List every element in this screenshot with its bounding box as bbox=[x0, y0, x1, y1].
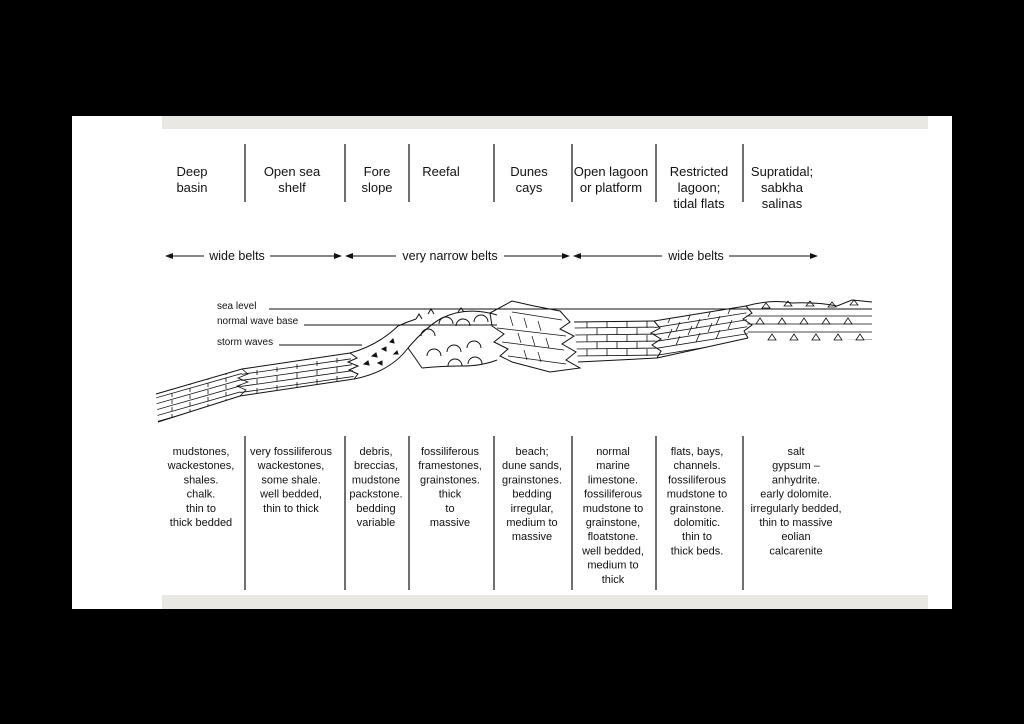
zone-description-line: massive bbox=[512, 531, 552, 543]
zone-description-line: fossiliferous bbox=[584, 489, 643, 501]
zone-description-line: bedding bbox=[512, 489, 551, 501]
zone-description-line: mudstones, bbox=[173, 446, 230, 458]
zone-header-line: Fore bbox=[364, 164, 391, 179]
zone-description-line: massive bbox=[430, 517, 470, 529]
zone-description-line: debris, bbox=[359, 446, 392, 458]
basin-shelf-strata bbox=[155, 352, 355, 423]
zone-description-line: mudstone bbox=[352, 474, 400, 486]
zone-description-line: early dolomite. bbox=[760, 489, 832, 501]
zone-description-line: well bedded, bbox=[259, 489, 322, 501]
zone-description-line: dune sands, bbox=[502, 460, 562, 472]
zone-description-line: beach; bbox=[515, 446, 548, 458]
open-lagoon-strata bbox=[573, 320, 662, 363]
zone-description-line: thin to massive bbox=[759, 517, 832, 529]
reef-buildup bbox=[407, 307, 498, 369]
belt-label-1: wide belts bbox=[208, 249, 265, 263]
zone-description-line: wackestones, bbox=[257, 460, 325, 472]
zone-header-line: sabkha bbox=[761, 180, 804, 195]
zone-descriptions: mudstones, wackestones, shales. chalk. thin … bbox=[167, 446, 842, 586]
zone-description-line: framestones, bbox=[418, 460, 482, 472]
zone-description-line: normal bbox=[596, 446, 630, 458]
zone-description-line: salt bbox=[787, 446, 804, 458]
zone-description-line: grainstone. bbox=[670, 503, 724, 515]
zone-description-line: fossiliferous bbox=[668, 474, 727, 486]
zone-header-line: Open lagoon bbox=[574, 164, 648, 179]
zone-description-line: to bbox=[445, 503, 454, 515]
zone-description-line: fossiliferous bbox=[421, 446, 480, 458]
zone-header-line: slope bbox=[361, 180, 392, 195]
zone-description-line: wackestones, bbox=[167, 460, 235, 472]
normal-wave-base-label: normal wave base bbox=[217, 316, 299, 327]
zone-header-line: Reefal bbox=[422, 164, 460, 179]
zone-header-line: lagoon; bbox=[678, 180, 721, 195]
zone-description-line: calcarenite bbox=[769, 545, 822, 557]
bottom-band bbox=[162, 595, 928, 609]
zone-header-line: salinas bbox=[762, 196, 803, 211]
dunes-cays bbox=[489, 300, 582, 373]
water-lines bbox=[269, 308, 872, 346]
zone-description-line: grainstones. bbox=[502, 474, 562, 486]
zone-description-line: thin to bbox=[186, 503, 216, 515]
zone-header-line: Deep bbox=[176, 164, 207, 179]
belt-arrows bbox=[165, 253, 818, 259]
zone-description-line: limestone. bbox=[588, 474, 638, 486]
zone-description-line: mudstone to bbox=[583, 503, 644, 515]
zone-description-line: thick beds. bbox=[671, 545, 724, 557]
belt-label-2: very narrow belts bbox=[402, 249, 497, 263]
zone-description-line: breccias, bbox=[354, 460, 398, 472]
zone-header-line: or platform bbox=[580, 180, 642, 195]
zone-description-line: marine bbox=[596, 460, 630, 472]
sea-level-label: sea level bbox=[217, 301, 256, 312]
supratidal-sabkha bbox=[745, 299, 873, 341]
zone-description-line: some shale. bbox=[261, 474, 320, 486]
zone-header-line: Dunes bbox=[510, 164, 548, 179]
zone-header-line: basin bbox=[176, 180, 207, 195]
storm-waves-label: storm waves bbox=[217, 337, 273, 348]
zone-header-line: tidal flats bbox=[673, 196, 725, 211]
zone-description-line: medium to bbox=[506, 517, 557, 529]
zone-description-line: dolomitic. bbox=[674, 517, 720, 529]
restricted-lagoon-strata bbox=[653, 305, 753, 359]
zone-header-line: shelf bbox=[278, 180, 306, 195]
zone-header-line: cays bbox=[516, 180, 543, 195]
zone-description-line: thin to bbox=[682, 531, 712, 543]
column-dividers-bottom bbox=[244, 436, 744, 590]
zone-header-line: Open sea bbox=[264, 164, 321, 179]
zone-description-line: irregular, bbox=[511, 503, 554, 515]
zone-description-line: very fossiliferous bbox=[250, 446, 332, 458]
belt-label-3: wide belts bbox=[667, 249, 724, 263]
zone-description-line: bedding bbox=[356, 503, 395, 515]
zone-description-line: flats, bays, bbox=[671, 446, 724, 458]
column-dividers-top bbox=[244, 144, 744, 202]
zone-description-line: shales. bbox=[184, 474, 219, 486]
top-band bbox=[162, 116, 928, 129]
zone-description-line: channels. bbox=[673, 460, 720, 472]
zone-description-line: medium to bbox=[587, 560, 638, 572]
zone-description-line: packstone. bbox=[349, 489, 402, 501]
zone-description-line: grainstones. bbox=[420, 474, 480, 486]
zone-description-line: gypsum – bbox=[772, 460, 821, 472]
zone-header-line: Supratidal; bbox=[751, 164, 813, 179]
zone-description-line: anhydrite. bbox=[772, 474, 820, 486]
zone-description-line: well bedded, bbox=[581, 545, 644, 557]
zone-description-line: chalk. bbox=[187, 489, 216, 501]
zone-description-line: thick bbox=[439, 489, 462, 501]
zone-description-line: irregularly bedded, bbox=[750, 503, 841, 515]
fore-slope-debris bbox=[346, 318, 417, 380]
zone-description-line: thick bbox=[602, 574, 625, 586]
zone-description-line: eolian bbox=[781, 531, 810, 543]
zone-description-line: thin to thick bbox=[263, 503, 319, 515]
zone-description-line: grainstone, bbox=[586, 517, 640, 529]
zone-header-line: Restricted bbox=[670, 164, 729, 179]
zone-description-line: mudstone to bbox=[667, 489, 728, 501]
zone-description-line: thick bedded bbox=[170, 517, 232, 529]
zone-description-line: variable bbox=[357, 517, 396, 529]
zone-description-line: floatstone. bbox=[588, 531, 639, 543]
